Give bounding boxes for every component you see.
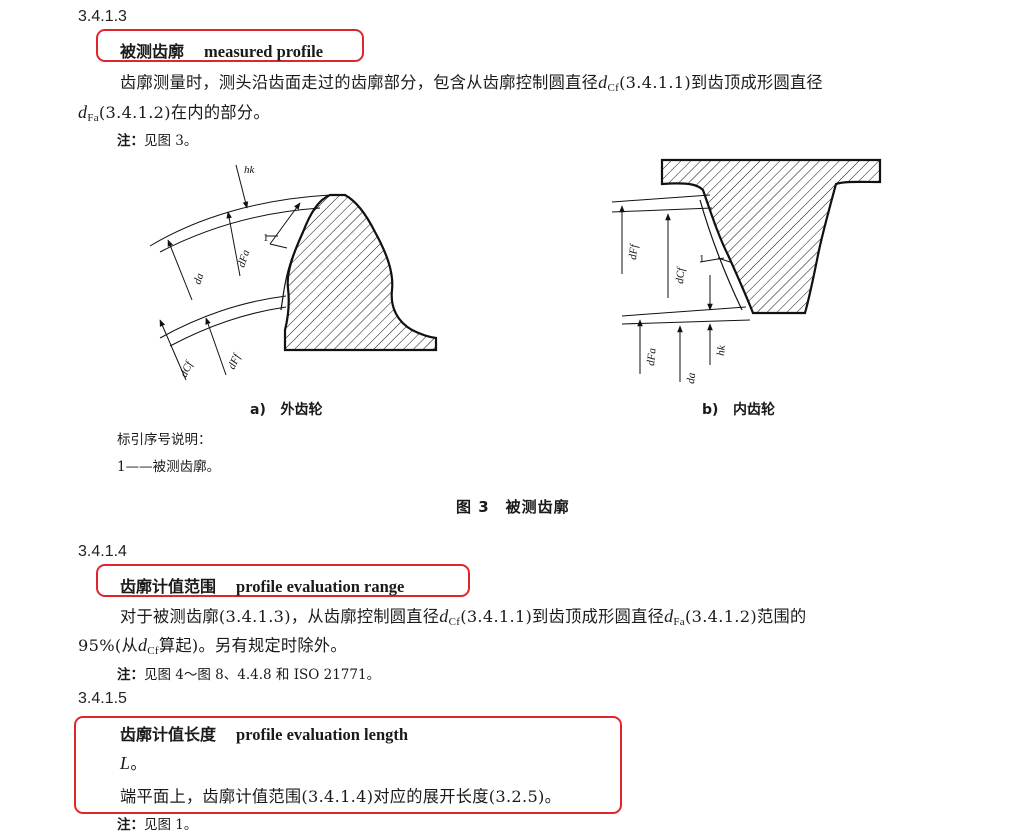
term-profile-evaluation-range: 齿廓计值范围 profile evaluation range [120, 573, 404, 597]
symbol-subscript: Fa [87, 112, 99, 124]
note-3-4-1-3: 注：见图 3。 [117, 129, 197, 149]
definition-line-1-s2: 对于被测齿廓(3.4.1.3)，从齿廓控制圆直径dCf(3.4.1.1)到齿顶成… [120, 603, 806, 628]
label-dcf: dCf [178, 358, 196, 379]
symbol-d: d [664, 606, 674, 626]
measured-profile-curve-b [699, 199, 743, 311]
root-circle-outer [159, 295, 287, 339]
clause-number-3-4-1-3: 3.4.1.3 [78, 8, 127, 25]
note-label: 注： [117, 817, 144, 833]
note-label: 注： [117, 667, 144, 683]
term-en: measured profile [204, 42, 324, 61]
label-1-b: 1 [699, 253, 705, 265]
external-gear-tooth [283, 193, 438, 352]
symbol-subscript: Cf [607, 82, 620, 94]
caption-text: 内齿轮 [733, 402, 776, 418]
form-circle-a [159, 207, 321, 253]
symbol-subscript: Cf [448, 616, 461, 628]
term-zh: 齿廓计值范围 [120, 577, 217, 596]
clause-number-3-4-1-4: 3.4.1.4 [78, 543, 127, 560]
term-zh: 被测齿廓 [120, 42, 185, 61]
note-3-4-1-5: 注：见图 1。 [117, 813, 197, 833]
def-text: (3.4.1.2)在内的部分。 [98, 103, 270, 122]
symbol-line: L。 [120, 750, 147, 774]
symbol-subscript: Fa [673, 616, 685, 628]
label-dff-b: dFf [627, 242, 640, 260]
caption-letter: a) [250, 402, 266, 418]
symbol-L: L [120, 753, 131, 773]
label-hk: hk [244, 164, 256, 176]
label-dfa: dFa [235, 248, 252, 269]
root-circle-inner [169, 306, 287, 347]
definition-line-2-s2: 95%(从dCf算起)。另有规定时除外。 [78, 632, 347, 657]
def-text: (3.4.1.1)到齿顶成形圆直径 [460, 607, 665, 626]
def-text: 齿廓测量时，测头沿齿面走过的齿廓部分，包含从齿廓控制圆直径 [120, 73, 599, 92]
label-1: 1 [263, 232, 269, 244]
label-da-b: da [685, 372, 698, 385]
symbol-d: d [78, 102, 88, 122]
definition-s3: 端平面上，齿廓计值范围(3.4.1.4)对应的展开长度(3.2.5)。 [120, 787, 562, 806]
symbol-d: d [137, 635, 148, 655]
note-text: 见图 1。 [144, 817, 198, 833]
highlight-box-measured-profile [96, 29, 364, 62]
highlight-box-profile-evaluation-range [96, 564, 470, 597]
definition-line-2: dFa(3.4.1.2)在内的部分。 [78, 99, 270, 124]
term-measured-profile: 被测齿廓 measured profile [120, 38, 323, 62]
def-text: (3.4.1.1)到齿顶成形圆直径 [619, 73, 823, 92]
caption-internal-gear: b) 内齿轮 [702, 399, 775, 419]
tip-circle [149, 194, 331, 247]
label-dff: dFf [226, 351, 244, 372]
label-da: da [191, 271, 206, 286]
def-text: 95%(从 [78, 636, 138, 655]
term-en: profile evaluation length [236, 725, 409, 744]
note-text: 见图 3。 [144, 133, 198, 149]
label-dcf-b: dCf [674, 265, 688, 284]
term-profile-evaluation-length: 齿廓计值长度 profile evaluation length [120, 721, 408, 745]
clause-number-3-4-1-5: 3.4.1.5 [78, 690, 127, 707]
internal-gear-diagram: dFf dCf 1 dFa da hk [611, 158, 882, 385]
caption-text: 外齿轮 [280, 402, 323, 418]
def-text: 算起)。另有规定时除外。 [158, 636, 347, 655]
symbol-subscript: Cf [147, 645, 159, 657]
label-hk-b: hk [715, 344, 728, 357]
highlight-box-profile-evaluation-length [74, 716, 622, 814]
symbol-d: d [439, 606, 449, 626]
term-en: profile evaluation range [236, 577, 405, 596]
caption-external-gear: a) 外齿轮 [250, 399, 322, 419]
key-title: 标引序号说明： [117, 432, 212, 448]
internal-gear-tooth [660, 158, 882, 315]
definition-line-1: 齿廓测量时，测头沿齿面走过的齿廓部分，包含从齿廓控制圆直径dCf(3.4.1.1… [120, 69, 823, 94]
note-text: 见图 4～图 8、4.4.8 和 ISO 21771。 [144, 667, 381, 683]
figure-3-gear-profiles: hk 1 dFa da dCf dFf dFf dCf 1 dFa da hk [149, 158, 882, 385]
symbol-suffix: 。 [130, 754, 147, 773]
measured-profile-curve [280, 199, 323, 311]
figure-title: 图 3 被测齿廓 [456, 498, 570, 516]
def-text: 对于被测齿廓(3.4.1.3)，从齿廓控制圆直径 [120, 607, 440, 626]
note-3-4-1-4: 注：见图 4～图 8、4.4.8 和 ISO 21771。 [117, 663, 380, 683]
term-zh: 齿廓计值长度 [120, 725, 217, 744]
symbol-d: d [598, 72, 608, 92]
external-gear-diagram: hk 1 dFa da dCf dFf [149, 164, 438, 381]
caption-letter: b) [702, 402, 719, 418]
def-text: (3.4.1.2)范围的 [685, 607, 807, 626]
label-dfa-b: dFa [645, 347, 659, 366]
key-item-1: 1——被测齿廓。 [117, 459, 221, 475]
note-label: 注： [117, 133, 144, 149]
